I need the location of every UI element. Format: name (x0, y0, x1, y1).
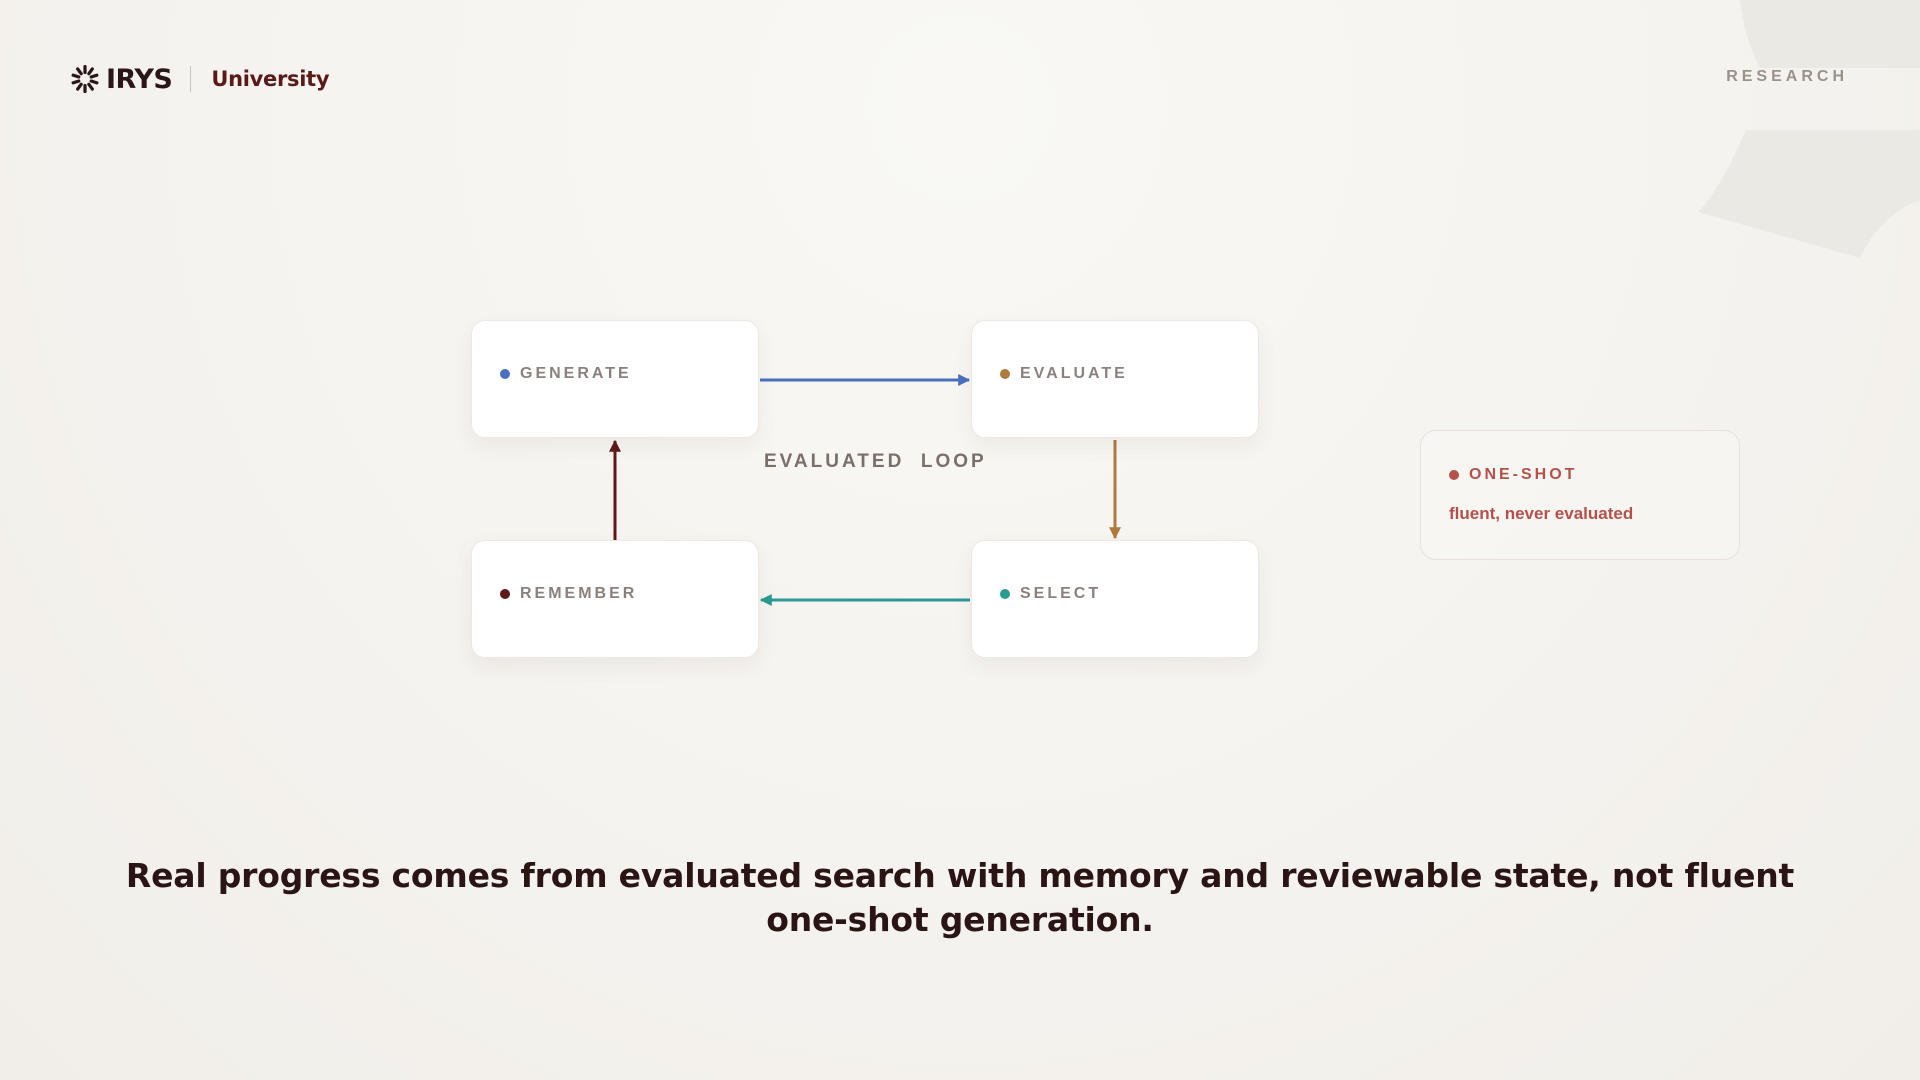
node-label: GENERATE (520, 365, 632, 382)
status-dot (1449, 470, 1459, 480)
status-dot (1000, 369, 1010, 379)
section-tag: RESEARCH (1726, 68, 1848, 85)
corner-decoration (1698, 0, 1920, 258)
brand-subtitle: University (211, 67, 330, 91)
status-dot (500, 369, 510, 379)
status-dot (500, 589, 510, 599)
brand-divider (190, 66, 192, 92)
headline: Real progress comes from evaluated searc… (125, 856, 1795, 939)
one-shot-description: fluent, never evaluated (1449, 504, 1634, 523)
node-label: REMEMBER (520, 585, 638, 602)
node-label: EVALUATE (1020, 365, 1128, 382)
node-select: SELECT (971, 540, 1259, 658)
node-evaluate: EVALUATE (971, 320, 1259, 438)
brand-name: IRYS (106, 63, 173, 95)
node-generate: GENERATE (471, 320, 759, 438)
status-dot (1000, 589, 1010, 599)
starburst-logo-icon (71, 65, 99, 93)
brand: IRYS University (70, 62, 330, 96)
one-shot-card: ONE-SHOT fluent, never evaluated (1420, 430, 1740, 560)
node-remember: REMEMBER (471, 540, 759, 658)
node-label: SELECT (1020, 585, 1102, 602)
one-shot-label: ONE-SHOT (1469, 466, 1578, 483)
loop-label: EVALUATED LOOP (764, 451, 987, 472)
